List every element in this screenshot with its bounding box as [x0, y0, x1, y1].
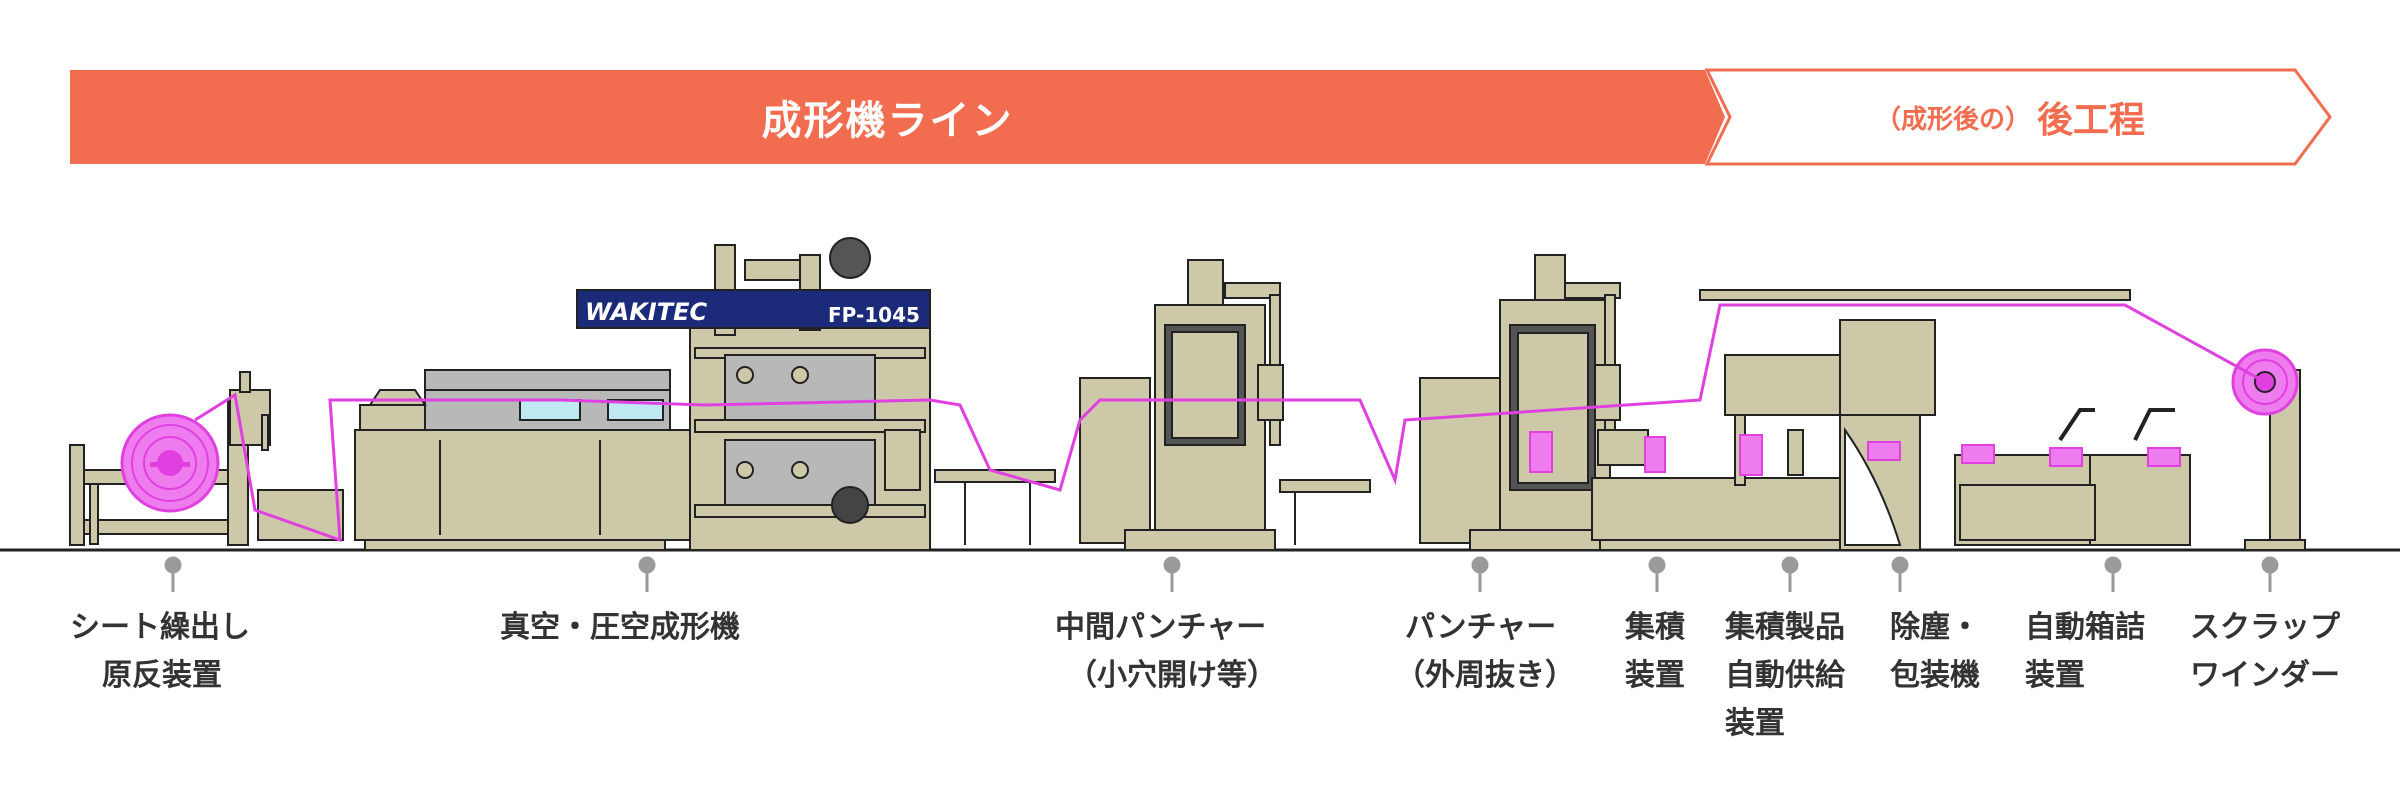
machine-model: FP-1045 — [828, 303, 920, 327]
station-label-line: 装置 — [1625, 658, 1685, 693]
station-label-line: 包装機 — [1890, 658, 1980, 693]
vacuum-former-machine — [354, 237, 931, 551]
station-stack-feeder: 集積製品 自動供給 装置 — [1725, 604, 1845, 748]
station-middle-puncher: 中間パンチャー （小穴開け等） — [1055, 604, 1277, 700]
station-label-line: 自動供給 — [1725, 658, 1845, 693]
station-label-line: 集積製品 — [1725, 610, 1845, 645]
station-sheet-feeder: シート繰出し 原反装置 — [70, 604, 250, 700]
station-label-line: 除塵・ — [1890, 610, 1980, 645]
station-label-line: 真空・圧空成形機 — [500, 610, 740, 645]
post-process-machines — [1591, 289, 2306, 551]
post-process-label: （成形後の） 後工程 — [1720, 70, 2300, 164]
station-puncher: パンチャー （外周抜き） — [1395, 604, 1575, 700]
station-label-line: スクラップ — [2190, 610, 2340, 645]
station-scrap-winder: スクラップ ワインダー — [2190, 604, 2340, 700]
station-auto-boxer: 自動箱詰 装置 — [2025, 604, 2145, 700]
post-process-paren: （成形後の） — [1874, 104, 2031, 135]
formed-products — [1529, 431, 2181, 476]
sheet-feeder-machine — [69, 371, 344, 546]
post-process-main: 後工程 — [2037, 100, 2146, 141]
station-label-line: 集積 — [1625, 610, 1685, 645]
station-vacuum-former: 真空・圧空成形機 — [500, 604, 740, 652]
station-pins — [164, 556, 2279, 592]
post-process-banner — [1704, 68, 2332, 166]
station-label-line: 自動箱詰 — [2025, 610, 2145, 645]
station-label-line: 装置 — [1725, 706, 1785, 741]
station-label-line: パンチャー — [1405, 610, 1557, 645]
station-label-line: ワインダー — [2190, 658, 2340, 693]
station-stacker: 集積 装置 — [1625, 604, 1685, 700]
forming-line-label: 成形機ライン — [761, 98, 1014, 144]
forming-line-banner — [70, 70, 1725, 164]
station-dust-packer: 除塵・ 包装機 — [1890, 604, 1980, 700]
station-label-line: 原反装置 — [102, 658, 222, 693]
station-label-line: 中間パンチャー — [1055, 610, 1267, 645]
station-label-line: （外周抜き） — [1395, 658, 1575, 693]
brand-logo: WAKITEC — [585, 298, 707, 326]
middle-puncher-machine — [934, 259, 1371, 551]
station-label-line: （小穴開け等） — [1067, 658, 1277, 693]
station-label-line: 装置 — [2025, 658, 2085, 693]
sheet-path — [194, 303, 2266, 543]
station-label-line: シート繰出し — [70, 610, 250, 645]
